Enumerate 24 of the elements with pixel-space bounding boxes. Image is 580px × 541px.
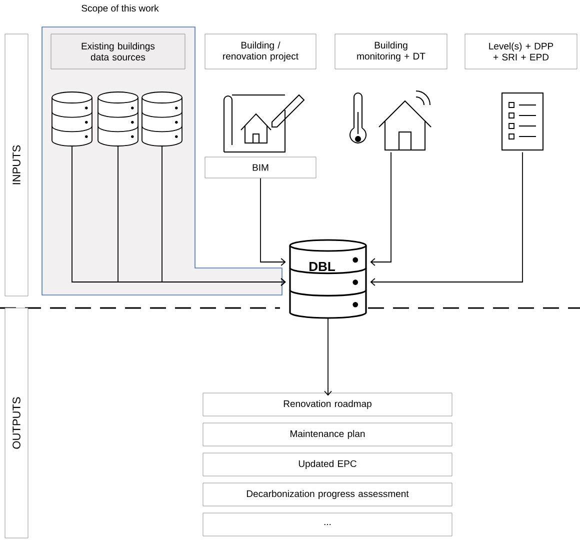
output-box: Maintenance plan bbox=[202, 422, 452, 446]
input-box: Building monitoring + DT bbox=[334, 34, 448, 70]
database-icon bbox=[52, 92, 92, 146]
output-box: Renovation roadmap bbox=[202, 392, 452, 416]
section-band: OUTPUTS bbox=[4, 308, 28, 538]
arrow bbox=[370, 152, 392, 266]
output-box: Updated EPC bbox=[202, 452, 452, 476]
arrow bbox=[324, 318, 332, 396]
database-drawing: DBL bbox=[289, 239, 367, 319]
database-icon bbox=[142, 92, 182, 146]
input-box: Building / renovation project bbox=[204, 34, 316, 70]
output-box: Decarbonization progress assessment bbox=[202, 482, 452, 506]
label-box: BIM bbox=[204, 156, 316, 178]
section-band: INPUTS bbox=[4, 34, 28, 296]
arrow bbox=[162, 146, 286, 286]
checklist-icon bbox=[502, 92, 544, 150]
output-box: ... bbox=[202, 512, 452, 536]
database-icon bbox=[98, 92, 138, 146]
input-box: Existing buildings data sources bbox=[50, 34, 186, 70]
arrow bbox=[370, 152, 523, 286]
input-box: Level(s) + DPP + SRI + EPD bbox=[464, 34, 578, 70]
arrow bbox=[260, 178, 286, 266]
panel-heading: Scope of this work bbox=[82, 4, 159, 14]
thermometer-house-icon bbox=[350, 90, 432, 150]
